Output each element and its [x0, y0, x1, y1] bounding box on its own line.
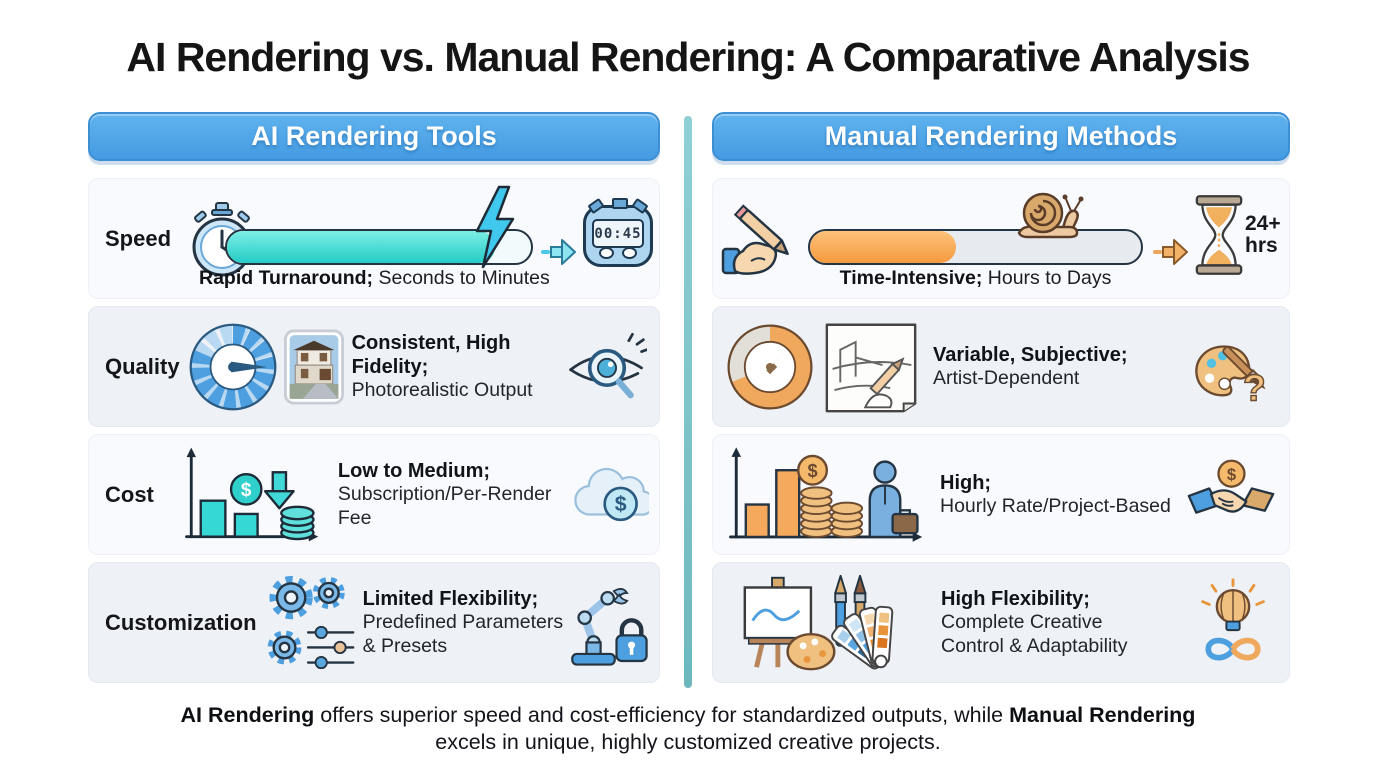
manual-quality-bold: Variable, Subjective; — [933, 343, 1128, 366]
dollar-glyph: $ — [807, 460, 817, 480]
gears-sliders-icon — [267, 575, 354, 669]
manual-speed-caption-text: Hours to Days — [982, 267, 1112, 289]
robot-arm-padlock-icon — [571, 587, 648, 666]
ai-header-label: AI Rendering Tools — [251, 121, 497, 151]
ai-column-header: AI Rendering Tools — [88, 112, 660, 161]
manual-customization-text: Complete Creative Control & Adaptability — [941, 611, 1128, 657]
manual-quality-desc: Variable, Subjective; Artist-Dependent — [933, 343, 1168, 390]
stopwatch-button — [631, 197, 649, 215]
dollar-glyph: $ — [615, 491, 627, 515]
column-divider — [684, 116, 692, 688]
duration-value: 24+ — [1245, 212, 1281, 235]
speed-gauge-icon — [727, 323, 813, 410]
ai-customization-text: Predefined Parameters & Presets — [362, 611, 564, 657]
ai-column: AI Rendering Tools Speed Ra — [88, 112, 660, 683]
palette-question-icon: ? — [1195, 344, 1266, 408]
row-quality-manual: Variable, Subjective; Artist-Dependent ? — [712, 306, 1290, 427]
summary-bold-ai: AI Rendering — [180, 703, 315, 727]
manual-speed-progress-fill — [810, 231, 956, 263]
ai-quality-bold: Consistent, High Fidelity; — [351, 331, 511, 378]
manual-customization-bold: High Flexibility; — [941, 588, 1090, 611]
page-title: AI Rendering vs. Manual Rendering: A Com… — [126, 34, 1250, 80]
stopwatch-foot — [599, 247, 614, 259]
hand-pencil-icon — [721, 204, 789, 275]
row-label-speed: Speed — [105, 226, 172, 251]
ai-speed-progress-fill — [227, 231, 495, 263]
manual-column: Manual Rendering Methods — [712, 112, 1290, 683]
row-speed-ai: Speed Rapid Turnaround; Seconds to Minut… — [88, 178, 660, 299]
ai-cost-desc: Low to Medium; Subscription/Per-Render F… — [338, 459, 571, 530]
manual-speed-progress-bar — [808, 229, 1143, 265]
row-customization-manual: High Flexibility; Complete Creative Cont… — [712, 562, 1290, 683]
ai-quality-text: Photorealistic Output — [351, 378, 533, 401]
dollar-glyph: $ — [1227, 465, 1237, 484]
summary-text: AI Rendering offers superior speed and c… — [148, 702, 1228, 756]
handshake-dollar-icon: $ — [1187, 459, 1275, 514]
stopwatch-foot — [622, 247, 637, 259]
manual-customization-desc: High Flexibility; Complete Creative Cont… — [941, 587, 1146, 658]
dollar-glyph: $ — [241, 479, 252, 500]
stopwatch-display: 00:45 — [592, 219, 644, 248]
row-label-quality: Quality — [105, 353, 180, 379]
ai-customization-bold: Limited Flexibility; — [362, 588, 539, 611]
row-quality-ai: Quality — [88, 306, 660, 427]
hourglass-icon — [1195, 195, 1243, 275]
stopwatch-button — [612, 198, 628, 209]
question-glyph: ? — [1243, 366, 1266, 407]
manual-speed-caption: Time-Intensive; Hours to Days — [808, 267, 1143, 290]
ai-cost-bold: Low to Medium; — [337, 460, 491, 483]
lightning-bolt-icon — [475, 185, 515, 269]
summary-text-2: excels in unique, highly customized crea… — [435, 729, 941, 754]
stopwatch-time: 00:45 — [594, 225, 642, 242]
ai-quality-desc: Consistent, High Fidelity; Photorealisti… — [352, 331, 567, 402]
duration-badge: 24+ hrs — [1245, 212, 1281, 258]
ai-speed-caption-bold: Rapid Turnaround; — [199, 267, 374, 289]
row-label-customization: Customization — [105, 609, 257, 635]
digital-stopwatch-icon: 00:45 — [583, 197, 653, 267]
cost-bar-chart-icon: $ — [729, 446, 923, 542]
hand-sketch-icon — [825, 323, 917, 412]
ai-customization-desc: Limited Flexibility; Predefined Paramete… — [363, 587, 567, 658]
easel-palette-swatches-icon — [743, 574, 894, 671]
manual-cost-desc: High; Hourly Rate/Project-Based — [940, 471, 1180, 518]
bulb-infinity-icon — [1201, 577, 1265, 661]
summary-text-1: offers superior speed and cost-efficienc… — [314, 703, 1010, 727]
cost-bar-chart-icon: $ — [184, 447, 319, 541]
manual-header-label: Manual Rendering Methods — [824, 121, 1178, 151]
cloud-dollar-icon: $ — [574, 467, 649, 521]
summary-bold-manual: Manual Rendering — [1009, 703, 1196, 727]
speed-gauge-icon — [189, 323, 277, 410]
manual-column-header: Manual Rendering Methods — [712, 112, 1290, 161]
ai-cost-text: Subscription/Per-Render Fee — [337, 483, 552, 529]
row-customization-ai: Customization — [88, 562, 660, 683]
duration-unit: hrs — [1245, 234, 1278, 258]
row-label-cost: Cost — [105, 481, 154, 507]
manual-speed-caption-bold: Time-Intensive; — [839, 267, 983, 289]
manual-quality-text: Artist-Dependent — [933, 366, 1080, 389]
row-cost-ai: Cost $ Low to Medium; — [88, 434, 660, 555]
house-render-photo — [283, 329, 344, 404]
arrow-right-icon — [541, 239, 576, 265]
row-speed-manual: Time-Intensive; Hours to Days — [712, 178, 1290, 299]
row-cost-manual: $ High; Hourly Rate/Project-Based — [712, 434, 1290, 555]
snail-icon — [1017, 192, 1084, 239]
eye-magnifier-icon — [569, 332, 647, 398]
arrow-right-icon — [1153, 239, 1188, 265]
ai-speed-progress-bar — [225, 229, 533, 265]
stopwatch-button — [587, 197, 605, 215]
ai-speed-caption-text: Seconds to Minutes — [373, 267, 550, 289]
manual-cost-bold: High; — [940, 471, 992, 494]
manual-cost-text: Hourly Rate/Project-Based — [940, 494, 1171, 517]
ai-speed-caption: Rapid Turnaround; Seconds to Minutes — [199, 267, 550, 290]
